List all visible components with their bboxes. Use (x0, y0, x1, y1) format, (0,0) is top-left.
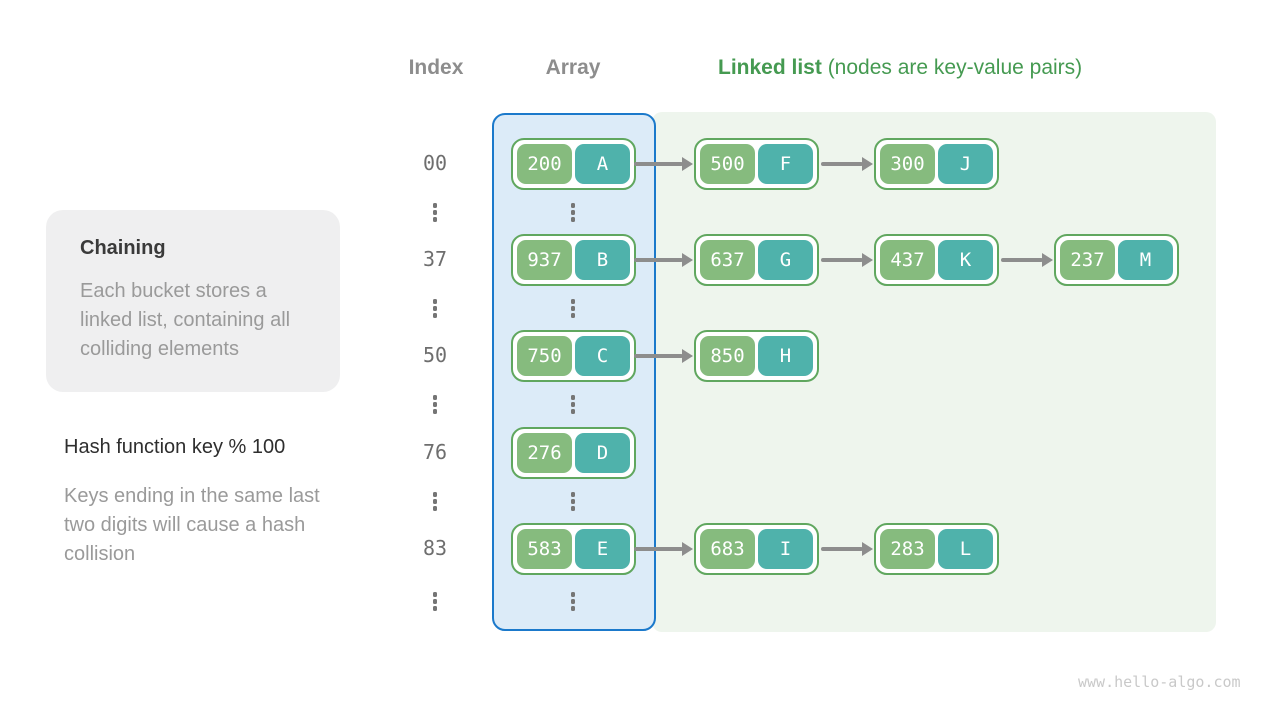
node-key: 437 (880, 240, 935, 280)
node-value: J (938, 144, 993, 184)
vertical-ellipsis-icon (563, 492, 583, 511)
next-arrow-icon (634, 542, 693, 556)
node-value: A (575, 144, 630, 184)
kv-node: 200 A (511, 138, 636, 190)
next-arrow-icon (821, 157, 873, 171)
vertical-ellipsis-icon (563, 395, 583, 414)
index-label: 50 (422, 343, 448, 367)
vertical-ellipsis-icon (425, 592, 445, 611)
node-key: 637 (700, 240, 755, 280)
next-arrow-icon (634, 157, 693, 171)
node-value: C (575, 336, 630, 376)
vertical-ellipsis-icon (425, 492, 445, 511)
index-label: 76 (422, 440, 448, 464)
linked-list-header-label: Linked list (718, 56, 822, 79)
kv-node: 850 H (694, 330, 819, 382)
node-key: 237 (1060, 240, 1115, 280)
info-card-body: Each bucket stores a linked list, contai… (80, 280, 291, 360)
kv-node: 937 B (511, 234, 636, 286)
watermark: www.hello-algo.com (1078, 673, 1241, 691)
next-arrow-icon (821, 542, 873, 556)
node-value: L (938, 529, 993, 569)
hash-function-title: Hash function key % 100 (64, 436, 286, 458)
kv-node: 276 D (511, 427, 636, 479)
vertical-ellipsis-icon (563, 203, 583, 222)
node-key: 283 (880, 529, 935, 569)
kv-node: 500 F (694, 138, 819, 190)
node-value: M (1118, 240, 1173, 280)
node-value: I (758, 529, 813, 569)
next-arrow-icon (634, 253, 693, 267)
node-key: 500 (700, 144, 755, 184)
linked-list-header-note: (nodes are key-value pairs) (821, 56, 1083, 79)
kv-node: 683 I (694, 523, 819, 575)
vertical-ellipsis-icon (425, 395, 445, 414)
array-column-header: Array (545, 56, 601, 79)
next-arrow-icon (1001, 253, 1053, 267)
node-value: F (758, 144, 813, 184)
node-key: 683 (700, 529, 755, 569)
node-key: 583 (517, 529, 572, 569)
vertical-ellipsis-icon (425, 299, 445, 318)
kv-node: 237 M (1054, 234, 1179, 286)
node-key: 200 (517, 144, 572, 184)
info-card: Chaining Each bucket stores a linked lis… (46, 210, 340, 392)
node-key: 276 (517, 433, 572, 473)
next-arrow-icon (821, 253, 873, 267)
node-value: H (758, 336, 813, 376)
index-label: 83 (422, 536, 448, 560)
linked-list-column-header: Linked list (nodes are key-value pairs) (718, 56, 1082, 80)
node-key: 850 (700, 336, 755, 376)
node-key: 937 (517, 240, 572, 280)
vertical-ellipsis-icon (563, 592, 583, 611)
node-value: K (938, 240, 993, 280)
node-value: D (575, 433, 630, 473)
index-label: 00 (422, 151, 448, 175)
kv-node: 437 K (874, 234, 999, 286)
kv-node: 283 L (874, 523, 999, 575)
node-key: 750 (517, 336, 572, 376)
node-value: G (758, 240, 813, 280)
kv-node: 750 C (511, 330, 636, 382)
kv-node: 583 E (511, 523, 636, 575)
vertical-ellipsis-icon (563, 299, 583, 318)
hash-function-note: Keys ending in the same last two digits … (64, 485, 320, 565)
info-card-title: Chaining (80, 237, 166, 259)
next-arrow-icon (634, 349, 693, 363)
index-label: 37 (422, 247, 448, 271)
node-value: B (575, 240, 630, 280)
vertical-ellipsis-icon (425, 203, 445, 222)
node-value: E (575, 529, 630, 569)
kv-node: 300 J (874, 138, 999, 190)
index-column-header: Index (408, 56, 464, 79)
kv-node: 637 G (694, 234, 819, 286)
node-key: 300 (880, 144, 935, 184)
